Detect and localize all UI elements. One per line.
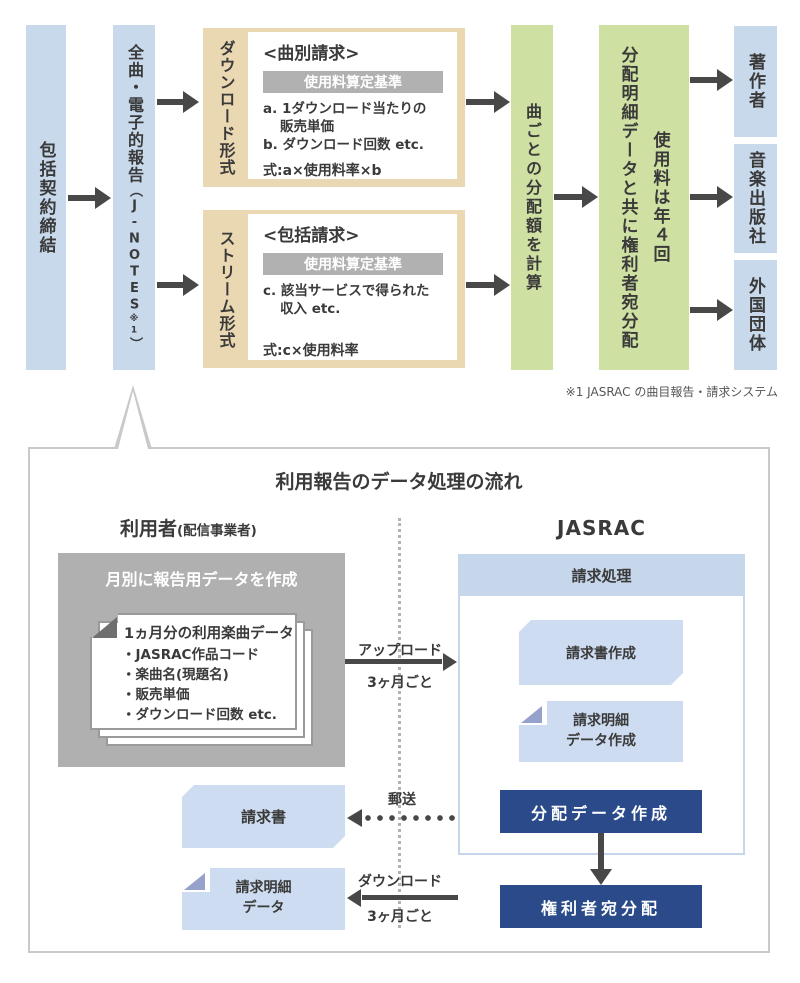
rights-distribution-box: 権利者宛分配	[500, 885, 702, 928]
card-item: ・ダウンロード回数 etc.	[122, 707, 277, 723]
download-format-label-col: ダウンロード形式	[203, 28, 248, 187]
recipient-foreign-box: 外国団体	[734, 260, 777, 370]
card-item: ・販売単価	[122, 687, 190, 703]
download-format-group: ダウンロード形式 <曲別請求> 使用料算定基準 a. 1ダウンロード当たりの 販…	[203, 28, 465, 187]
recipient-publisher-label: 音楽出版社	[745, 151, 765, 246]
panel-title: 利用報告のデータ処理の流れ	[275, 471, 523, 493]
download-cycle-label: 3ヶ月ごと	[367, 909, 433, 925]
user-heading-main: 利用者	[120, 518, 178, 540]
section-divider	[398, 518, 401, 928]
distribution-label-left: 分配明細データと共に権利者宛分配	[617, 45, 638, 350]
detail-create-label: 請求明細 データ作成	[566, 712, 636, 749]
arrow-to-author-icon	[690, 77, 718, 83]
arrow-stream-to-calc-icon	[466, 282, 495, 288]
stream-format-label-col: ストリーム形式	[203, 210, 248, 368]
blanket-item-c: c. 該当サービスで得られた	[263, 283, 430, 299]
arrow-download-to-calc-icon	[466, 99, 495, 105]
blanket-heading: <包括請求>	[263, 226, 360, 246]
per-song-item-b: b. ダウンロード回数 etc.	[263, 137, 424, 154]
footnote: ※1 JASRAC の曲目報告・請求システム	[565, 385, 778, 399]
card-item: ・楽曲名(現題名)	[122, 667, 229, 683]
usage-fee-basis-badge: 使用料算定基準	[263, 71, 443, 93]
billing-process-header: 請求処理	[458, 554, 745, 596]
mail-dotted-arrow-icon	[362, 815, 458, 821]
report-box: 全曲・電子的報告︵J-NOTES※1︶	[113, 25, 155, 370]
recipient-author-box: 著作者	[734, 26, 777, 137]
upload-cycle-label: 3ヶ月ごと	[367, 675, 433, 691]
per-song-item-a: a. 1ダウンロード当たりの	[263, 101, 427, 117]
mail-label: 郵送	[388, 792, 416, 808]
upload-label: アップロード	[358, 643, 442, 659]
blanket-formula: 式:c×使用料率	[263, 343, 359, 360]
recipient-foreign-label: 外国団体	[745, 277, 765, 353]
download-label: ダウンロード	[358, 874, 442, 890]
download-format-label: ダウンロード形式	[216, 39, 236, 176]
arrow-to-foreign-icon	[690, 307, 718, 313]
user-heading-sub: (配信事業者)	[177, 523, 257, 539]
detail-data-label: 請求明細 データ	[235, 880, 292, 916]
distribution-label-right: 使用料は年４回	[649, 131, 670, 264]
invoice-create-box: 請求書作成	[519, 620, 683, 685]
distribution-data-box: 分配データ作成	[500, 790, 702, 833]
calc-box: 曲ごとの分配額を計算	[511, 25, 553, 370]
arrow-report-to-stream-icon	[157, 282, 184, 288]
monthly-data-label: 月別に報告用データを作成	[105, 570, 298, 589]
contract-box: 包括契約締結	[26, 25, 66, 370]
blanket-item-c2: 収入 etc.	[280, 301, 341, 318]
report-label: 全曲・電子的報告︵J-NOTES※1︶	[125, 43, 144, 352]
arrow-distdata-to-rights-icon	[598, 833, 604, 869]
per-song-billing-card: <曲別請求> 使用料算定基準 a. 1ダウンロード当たりの 販売単価 b. ダウ…	[248, 32, 457, 179]
recipient-publisher-box: 音楽出版社	[734, 144, 777, 253]
contract-label: 包括契約締結	[35, 140, 56, 255]
recipient-author-label: 著作者	[745, 53, 765, 110]
arrow-to-publisher-icon	[690, 194, 718, 200]
callout-pointer-fill	[117, 391, 149, 453]
jasrac-heading: JASRAC	[557, 516, 646, 540]
card-title: 1ヵ月分の利用楽曲データ	[124, 626, 294, 642]
blanket-billing-card: <包括請求> 使用料算定基準 c. 該当サービスで得られた 収入 etc. 式:…	[248, 214, 457, 360]
calc-label: 曲ごとの分配額を計算	[523, 102, 542, 293]
arrow-contract-to-report-icon	[68, 195, 96, 201]
distribution-box: 分配明細データと共に権利者宛分配 使用料は年４回	[599, 25, 689, 370]
upload-arrow-icon	[345, 659, 442, 664]
arrow-calc-to-distribution-icon	[554, 194, 583, 200]
music-data-card	[90, 613, 297, 730]
user-heading: 利用者 (配信事業者)	[120, 514, 257, 541]
invoice-box: 請求書	[182, 785, 345, 848]
usage-fee-basis-badge: 使用料算定基準	[263, 253, 443, 275]
stream-format-group: ストリーム形式 <包括請求> 使用料算定基準 c. 該当サービスで得られた 収入…	[203, 210, 465, 368]
per-song-item-a2: 販売単価	[280, 119, 334, 136]
per-song-heading: <曲別請求>	[263, 44, 360, 64]
stream-format-label: ストリーム形式	[216, 229, 236, 349]
card-item: ・JASRAC作品コード	[122, 647, 259, 663]
arrow-report-to-download-icon	[157, 99, 184, 105]
download-arrow-icon	[362, 895, 458, 900]
card-item-list: ・JASRAC作品コード ・楽曲名(現題名) ・販売単価 ・ダウンロード回数 e…	[122, 645, 277, 725]
per-song-formula: 式:a×使用料率×b	[263, 163, 382, 180]
